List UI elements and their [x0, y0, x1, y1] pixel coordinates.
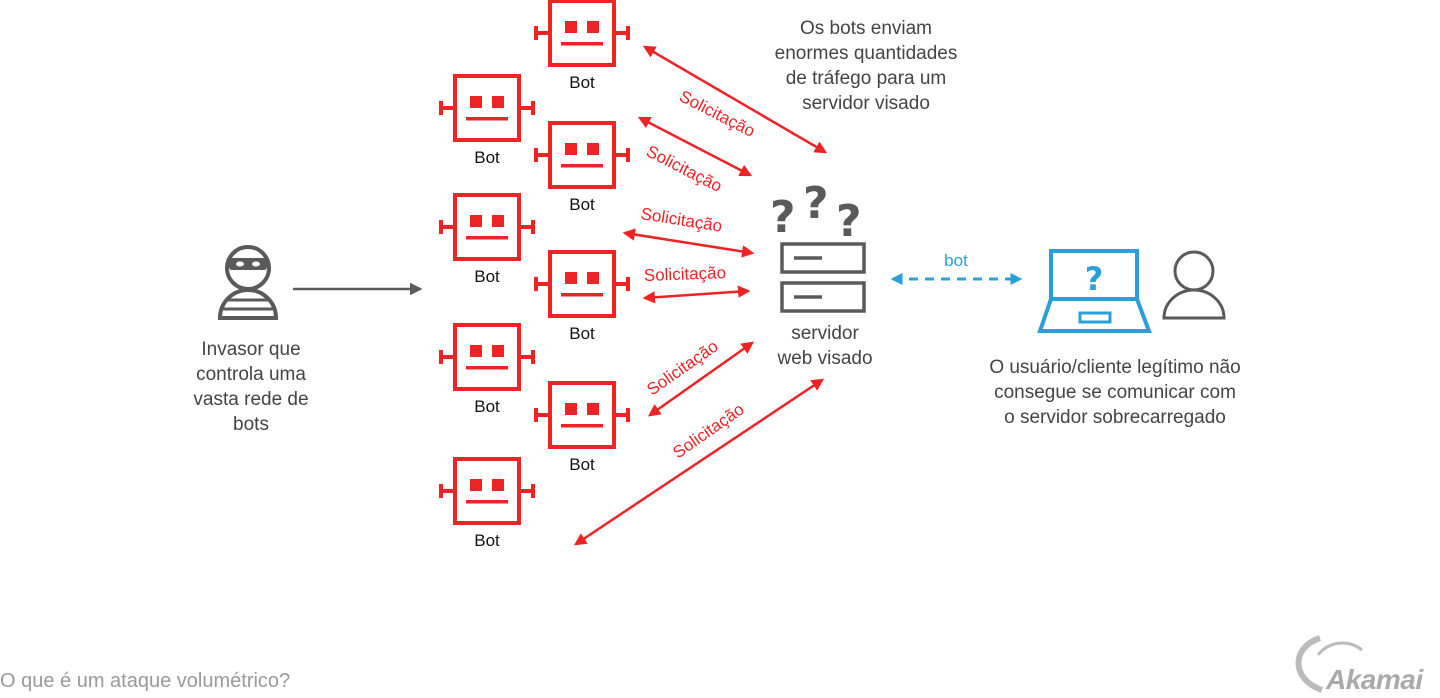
bot-icon [439, 193, 535, 261]
attacker-label-line: controla uma [196, 364, 306, 385]
server-label-line: web visado [777, 348, 873, 369]
akamai-logo-swoosh [1295, 635, 1363, 693]
request-label: Solicitação [669, 400, 747, 463]
bot-icon [439, 74, 535, 142]
bot-icon [534, 381, 630, 449]
user-icon [1162, 250, 1226, 320]
request-label: Solicitação [643, 337, 721, 400]
request-label: Solicitação [676, 87, 758, 141]
request-label: Solicitação [643, 142, 725, 196]
bot-icon [439, 457, 535, 525]
attacker-burglar-icon [217, 245, 279, 320]
annotation-line: servidor visado [802, 93, 930, 114]
user-label-line: O usuário/cliente legítimo não [989, 357, 1241, 378]
svg-text:?: ? [803, 178, 829, 229]
svg-text:?: ? [770, 192, 796, 243]
bot-label: Bot [569, 195, 595, 214]
annotation-line: de tráfego para um [785, 68, 947, 89]
annotation-text: Os bots enviam enormes quantidades de tr… [753, 16, 979, 116]
attacker-label-line: vasta rede de [193, 389, 309, 410]
request-label: Solicitação [639, 204, 723, 236]
annotation-line: Os bots enviam [800, 18, 932, 39]
laptop-question-mark: ? [1085, 260, 1104, 298]
svg-text:?: ? [836, 196, 862, 247]
user-label-line: o servidor sobrecarregado [1004, 407, 1226, 428]
bot-label: Bot [569, 324, 595, 343]
attacker-label-line: Invasor que [201, 339, 301, 360]
request-arrow [642, 285, 751, 304]
request-arrow [637, 116, 753, 177]
request-arrow [573, 378, 825, 546]
attacker-label: Invasor que controla uma vasta rede de b… [176, 337, 326, 437]
bot-label: Bot [474, 148, 500, 167]
bot-label: Bot [474, 397, 500, 416]
akamai-logo: Akamai [1326, 664, 1423, 695]
bot-label: Bot [569, 455, 595, 474]
server-label-line: servidor [791, 323, 859, 344]
bot-icon [439, 323, 535, 391]
bot-icon [534, 121, 630, 189]
bot-label: Bot [474, 267, 500, 286]
laptop-question-icon [1037, 249, 1152, 333]
user-label: O usuário/cliente legítimo não consegue … [950, 355, 1280, 430]
server-label: servidor web visado [755, 321, 895, 371]
request-arrow [622, 228, 755, 258]
server-icon [780, 242, 866, 313]
attacker-label-line: bots [233, 414, 269, 435]
request-label: Solicitação [643, 263, 726, 285]
user-link-label: bot [944, 251, 968, 270]
user-label-line: consegue se comunicar com [994, 382, 1236, 403]
footer-title: O que é um ataque volumétrico? [0, 670, 291, 692]
request-arrows [573, 45, 828, 546]
annotation-line: enormes quantidades [774, 43, 958, 64]
bot-label: Bot [569, 73, 595, 92]
bot-label: Bot [474, 531, 500, 550]
bot-icon [534, 0, 630, 67]
request-arrow [642, 45, 828, 154]
bot-icon [534, 250, 630, 318]
question-marks-icon: ? ? ? [770, 178, 862, 247]
